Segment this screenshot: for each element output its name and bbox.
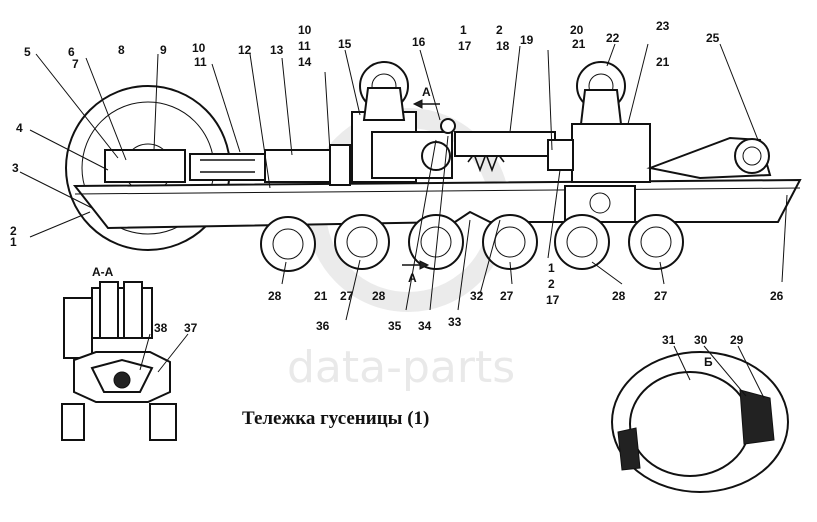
diagram-title: Тележка гусеницы (1)	[242, 408, 429, 429]
callout-17b: 17	[546, 293, 560, 307]
track-roller-4	[482, 214, 538, 270]
callout-33: 33	[448, 315, 462, 329]
callout-28b: 28	[372, 289, 386, 303]
track-roller-5	[554, 214, 610, 270]
callout-38: 38	[154, 321, 168, 335]
callout-23: 23	[656, 19, 670, 33]
callout-29: 29	[730, 333, 744, 347]
callout-2c: 2	[548, 277, 555, 291]
track-roller-3	[408, 214, 464, 270]
arrow-a-bottom-label: А	[408, 271, 417, 285]
callout-27b: 27	[500, 289, 514, 303]
callout-18: 18	[496, 39, 510, 53]
callout-4: 4	[16, 121, 23, 135]
callout-20: 20	[570, 23, 584, 37]
callout-37: 37	[184, 321, 198, 335]
callout-28a: 28	[268, 289, 282, 303]
callout-28c: 28	[612, 289, 626, 303]
main-side-view	[19, 43, 802, 321]
callout-10a: 10	[192, 41, 206, 55]
callout-17a: 17	[458, 39, 472, 53]
callout-31: 31	[662, 333, 676, 347]
callout-22: 22	[606, 31, 620, 45]
detail-b-label: Б	[704, 355, 713, 369]
track-roller-6	[628, 214, 684, 270]
callout-21a: 21	[572, 37, 586, 51]
callout-30: 30	[694, 333, 708, 347]
callout-14: 14	[298, 55, 312, 69]
callout-15: 15	[338, 37, 352, 51]
arrow-a-top-label: А	[422, 85, 431, 99]
callout-labels: 1 2 3 4 5 6 7 8 9 10 11 12 13 10 11 14 1…	[10, 19, 784, 347]
callout-11b: 11	[298, 39, 311, 53]
callout-16: 16	[412, 35, 426, 49]
callout-3: 3	[12, 161, 19, 175]
callout-1c: 1	[548, 261, 555, 275]
callout-34: 34	[418, 319, 432, 333]
track-rollers	[260, 214, 684, 272]
callout-21b: 21	[656, 55, 670, 69]
callout-8: 8	[118, 43, 125, 57]
callout-1: 1	[10, 235, 17, 249]
rear-carrier-roller	[547, 61, 651, 223]
callout-7: 7	[72, 57, 79, 71]
rear-bracket	[646, 136, 772, 180]
callout-21c: 21	[314, 289, 328, 303]
callout-12: 12	[238, 43, 252, 57]
watermark-text: data-parts	[287, 342, 515, 393]
leader-lines	[19, 43, 788, 321]
callout-32: 32	[470, 289, 484, 303]
track-roller-2	[334, 214, 390, 270]
callout-19: 19	[520, 33, 534, 47]
callout-35: 35	[388, 319, 402, 333]
callout-9: 9	[160, 43, 167, 57]
tension-assembly	[104, 144, 351, 186]
callout-27c: 27	[654, 289, 668, 303]
callout-25: 25	[706, 31, 720, 45]
section-aa-label: А-А	[92, 265, 114, 279]
section-arrow-top	[412, 99, 440, 109]
callout-36: 36	[316, 319, 330, 333]
track-roller-1	[260, 216, 316, 272]
detail-b-view: Б	[611, 345, 789, 493]
callout-5: 5	[24, 45, 31, 59]
section-aa-view: А-А	[61, 265, 189, 441]
callout-2b: 2	[496, 23, 503, 37]
callout-2: 2	[10, 224, 17, 238]
callout-6: 6	[68, 45, 75, 59]
callout-1b: 1	[460, 23, 467, 37]
callout-26: 26	[770, 289, 784, 303]
spring-section	[371, 118, 556, 179]
callout-13: 13	[270, 43, 284, 57]
section-arrow-bottom	[402, 260, 430, 270]
callout-10b: 10	[298, 23, 312, 37]
callout-11a: 11	[194, 55, 207, 69]
callout-27a: 27	[340, 289, 354, 303]
